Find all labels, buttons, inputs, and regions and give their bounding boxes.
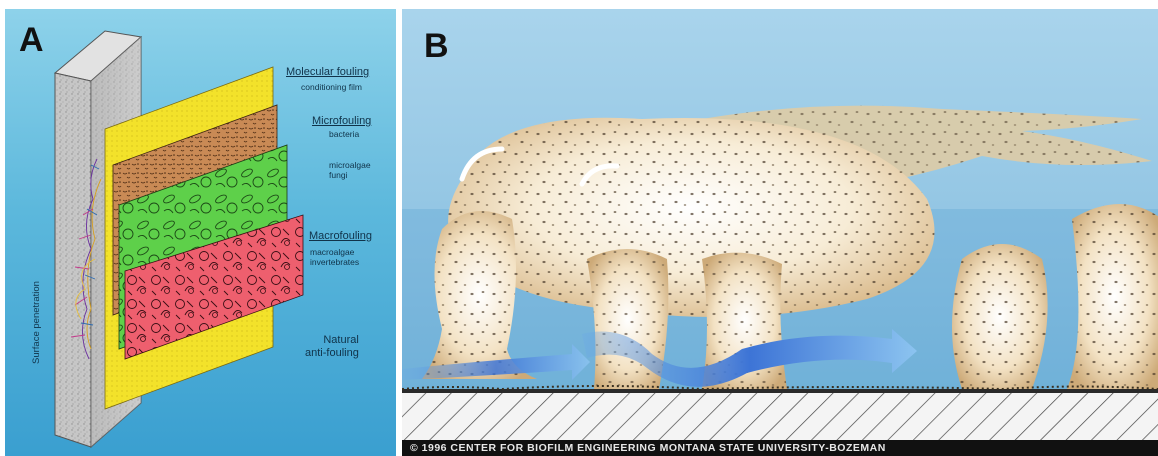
macrofouling-heading: Macrofouling [309,230,372,243]
panel-b-label: B [424,27,449,66]
microalgae-fungi-text: microalgae fungi [329,161,371,181]
natural-anti-fouling-text: Natural anti-fouling [305,334,359,359]
microfouling-heading: Microfouling [312,115,371,128]
copyright-footer: © 1996 CENTER FOR BIOFILM ENGINEERING MO… [402,440,1158,456]
biofilm-illustration [402,9,1158,456]
bacteria-text: bacteria [329,130,359,140]
macroalgae-invertebrates-text: macroalgae invertebrates [310,248,359,268]
molecular-fouling-heading: Molecular fouling [286,66,369,79]
panel-a-label: A [19,21,44,60]
surface-penetration-label: Surface penetration [31,281,42,364]
conditioning-film-text: conditioning film [301,83,362,93]
panel-b-biofilm-structure: B © 1996 CENTER FOR BIOFILM ENGINEERING … [402,9,1158,456]
panel-a-fouling-layers: A Surface penetration Molecular fouling … [5,9,396,456]
